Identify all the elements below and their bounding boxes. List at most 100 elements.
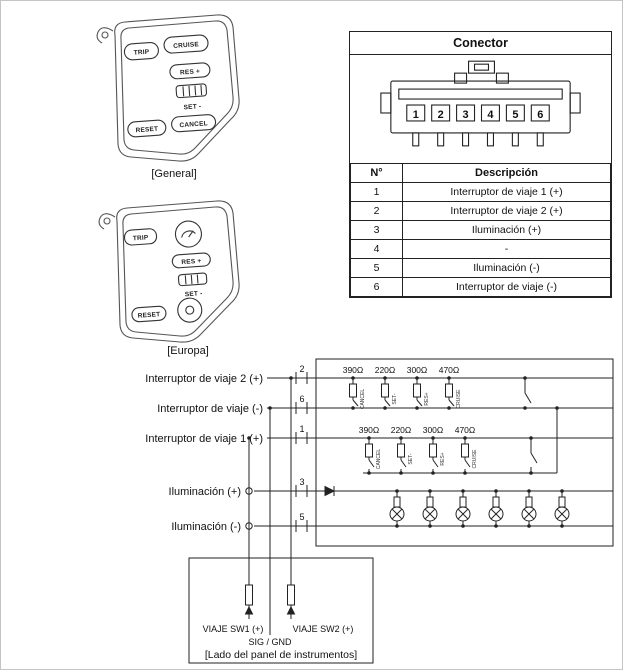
pin-terminal — [536, 132, 544, 147]
connector-latch — [467, 60, 495, 74]
reset-button-label: RESET — [137, 311, 160, 320]
side-wing-left — [379, 92, 391, 114]
reset-button-label: RESET — [135, 126, 158, 135]
instrument-panel-box — [188, 557, 374, 664]
switch-name: CANCEL — [376, 449, 382, 470]
europa-switch-outline — [98, 200, 240, 343]
pin-desc-cell: Iluminación (+) — [402, 220, 611, 240]
res-button-label: RES + — [181, 258, 201, 266]
instrument-panel-label: [Lado del panel de instrumentos] — [205, 649, 357, 661]
general-switch-illustration: TRIP CRUISE RES + SET - RESET CANCEL — [96, 14, 240, 162]
table-row: 6 Interruptor de viaje (-) — [350, 277, 611, 297]
table-row: 2 Interruptor de viaje 2 (+) — [350, 201, 611, 221]
lamp-branch — [521, 491, 537, 526]
pin-number: 3 — [299, 477, 304, 487]
resistor-value: 470Ω — [455, 425, 476, 435]
lamp-branch — [389, 491, 405, 526]
lamp-branch — [488, 491, 504, 526]
lamp-branch — [422, 491, 438, 526]
pin-number: 6 — [537, 109, 543, 121]
table-row: 4 - — [350, 239, 611, 259]
pin-cell — [455, 104, 475, 122]
resistor-value: 300Ω — [407, 365, 428, 375]
cancel-button — [171, 114, 217, 133]
pin-terminal — [411, 132, 419, 147]
gauge-needle — [188, 230, 194, 238]
table-row: 3 Iluminación (+) — [350, 220, 611, 240]
reset-button — [131, 305, 167, 323]
general-caption: [General] — [151, 168, 197, 180]
pin-number: 2 — [299, 364, 304, 374]
reset-button — [127, 119, 167, 138]
connector-latch-inner — [473, 63, 489, 71]
connector-illustration: 1 2 3 4 5 6 — [379, 60, 581, 147]
sig-gnd-label: SIG / GND — [248, 637, 292, 647]
resistor-value: 390Ω — [359, 425, 380, 435]
switch-assembly-box — [315, 358, 614, 547]
lamp-branch — [455, 491, 471, 526]
cruise-button-label: CRUISE — [173, 41, 200, 50]
trip-button-label: TRIP — [133, 234, 150, 242]
inner-shell — [122, 206, 234, 337]
col-header-no: N° — [350, 163, 403, 183]
cruise-button — [163, 34, 209, 54]
cancel-round-button — [177, 297, 203, 323]
pin-cell — [480, 104, 500, 122]
outer-shell — [114, 14, 240, 162]
switch-name: RES+ — [424, 392, 430, 405]
diode — [324, 485, 336, 497]
signal-label: Iluminación (+) — [169, 486, 241, 498]
pin-no-cell: 3 — [350, 220, 403, 240]
set-rocker — [177, 272, 208, 287]
trip-button-label: TRIP — [133, 49, 150, 57]
pin-number: 6 — [299, 394, 304, 404]
pin-no-cell: 2 — [350, 201, 403, 221]
outer-shell — [116, 200, 240, 343]
connector-panel: Conector — [349, 31, 612, 298]
set-label: SET - — [183, 103, 201, 111]
res-button-label: RES + — [180, 68, 200, 76]
resistor-value: 220Ω — [391, 425, 412, 435]
circuit-wiring — [188, 358, 614, 664]
connector-title: Conector — [350, 32, 611, 55]
switch-name: SET- — [392, 393, 398, 404]
pin-no-cell: 4 — [350, 239, 403, 259]
circuit-schematic: Interruptor de viaje 2 (+) Interruptor d… — [145, 358, 614, 664]
pin-no-cell: 1 — [350, 182, 403, 202]
general-switch-buttons: TRIP CRUISE RES + SET - RESET CANCEL — [123, 34, 217, 138]
switch-name: RES+ — [440, 452, 446, 465]
col-header-desc: Descripción — [402, 163, 611, 183]
res-button — [169, 62, 211, 80]
pin-desc-cell: - — [402, 239, 611, 259]
signal-label: Interruptor de viaje 1 (+) — [145, 433, 263, 445]
resistor-value: 390Ω — [343, 365, 364, 375]
pin-desc-cell: Interruptor de viaje (-) — [402, 277, 611, 297]
pin-desc-cell: Interruptor de viaje 1 (+) — [402, 182, 611, 202]
pin-number: 1 — [412, 109, 418, 121]
pin-number: 4 — [487, 109, 494, 121]
pin-number: 3 — [462, 109, 468, 121]
europa-switch-illustration: TRIP RES + SET - RESET — [98, 200, 240, 343]
connector-ticks — [295, 372, 308, 532]
general-switch-outline — [96, 14, 240, 162]
pin-no-cell: 5 — [350, 258, 403, 278]
table-header-row: N° Descripción — [350, 163, 611, 183]
pin-number: 2 — [437, 109, 443, 121]
cruise-mode-button — [174, 220, 203, 248]
latch-clip-right — [495, 72, 509, 84]
set-label: SET - — [185, 290, 203, 298]
resistor-ladder-1 — [349, 378, 532, 407]
mount-hole — [101, 31, 109, 39]
switch-name: SET- — [408, 453, 414, 464]
pin-number: 1 — [299, 424, 304, 434]
mount-hook — [96, 27, 114, 44]
switch-name: CRUISE — [472, 449, 478, 469]
pin-description-table: N° Descripción 1 Interruptor de viaje 1 … — [350, 163, 611, 297]
pin-terminal — [486, 132, 494, 147]
pin-desc-cell: Interruptor de viaje 2 (+) — [402, 201, 611, 221]
pin-cell — [505, 104, 525, 122]
resistor-value: 220Ω — [375, 365, 396, 375]
set-rocker — [175, 83, 208, 99]
table-row: 5 Iluminación (-) — [350, 258, 611, 278]
